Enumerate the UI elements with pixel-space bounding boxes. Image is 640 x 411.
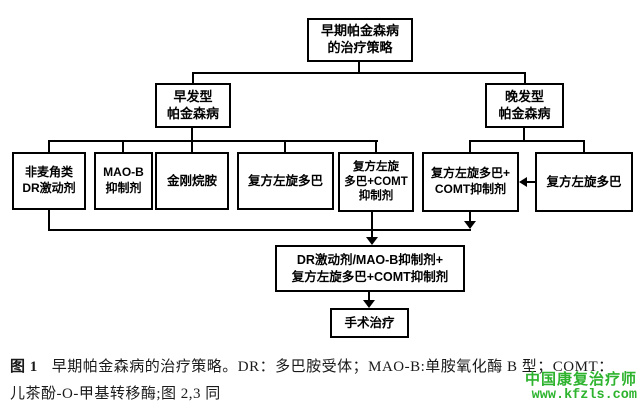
connector-root-down [358,62,360,73]
arrowhead-down-into-surgery [363,300,375,308]
caption-line-1-text: 早期帕金森病的治疗策略。DR：多巴胺受体；MAO-B:单胺氧化酶 B 型；COM… [51,359,614,375]
connector-stub-b [122,142,124,152]
connector-stub-e [375,142,377,152]
connector-into-early [192,74,194,83]
figure-caption: 图 1 早期帕金森病的治疗策略。DR：多巴胺受体；MAO-B:单胺氧化酶 B 型；… [10,354,634,408]
connector-stub-d [284,142,286,152]
node-levodopa-early: 复方左旋多巴 [237,152,334,210]
watermark-site-name: 中国康复治疗师 [524,371,637,388]
connector-levodopa-to-comt [527,181,535,183]
connector-early-down [191,128,193,140]
watermark-site-url: www.kfzls.com [531,388,637,404]
node-combination-therapy: DR激动剂/MAO-B抑制剂+ 复方左旋多巴+COMT抑制剂 [275,245,465,292]
connector-f-down [469,212,471,222]
connector-into-combination [371,212,373,239]
connector-late-down [523,128,525,140]
node-non-ergot-dr-agonist: 非麦角类 DR激动剂 [12,152,86,210]
connector-stub-f [469,142,471,152]
node-amantadine: 金刚烷胺 [155,152,229,210]
connector-bus-top [192,72,526,74]
connector-into-late [524,74,526,83]
connector-bus-bottom [48,229,471,231]
connector-stub-g [583,142,585,152]
node-late-onset: 晚发型 帕金森病 [485,83,564,128]
node-early-onset: 早发型 帕金森病 [155,83,231,128]
node-levodopa-comt-early: 复方左旋 多巴+COMT 抑制剂 [338,152,414,212]
caption-line-2: 儿茶酚-O-甲基转移酶;图 2,3 同 [10,386,221,402]
caption-line-1: 图 1 早期帕金森病的治疗策略。DR：多巴胺受体；MAO-B:单胺氧化酶 B 型；… [10,354,634,381]
node-levodopa-comt-late: 复方左旋多巴+ COMT抑制剂 [422,152,519,212]
connector-bus-early [48,140,378,142]
connector-stub-a [48,142,50,152]
node-root: 早期帕金森病 的治疗策略 [307,18,413,62]
connector-into-surgery [368,292,370,302]
node-surgery: 手术治疗 [330,308,409,338]
arrowhead-down-f-to-bus [464,221,476,229]
figure-number-label: 图 1 [10,359,38,375]
site-watermark: 中国康复治疗师 www.kfzls.com [525,371,637,404]
node-mao-b-inhibitor: MAO-B 抑制剂 [94,152,153,210]
connector-stub-c [191,142,193,152]
arrowhead-down-into-combination [366,237,378,245]
node-levodopa-late: 复方左旋多巴 [535,152,633,212]
arrowhead-left-into-comt-late [519,177,527,187]
connector-bus-late [469,140,585,142]
connector-a-down [48,210,50,231]
